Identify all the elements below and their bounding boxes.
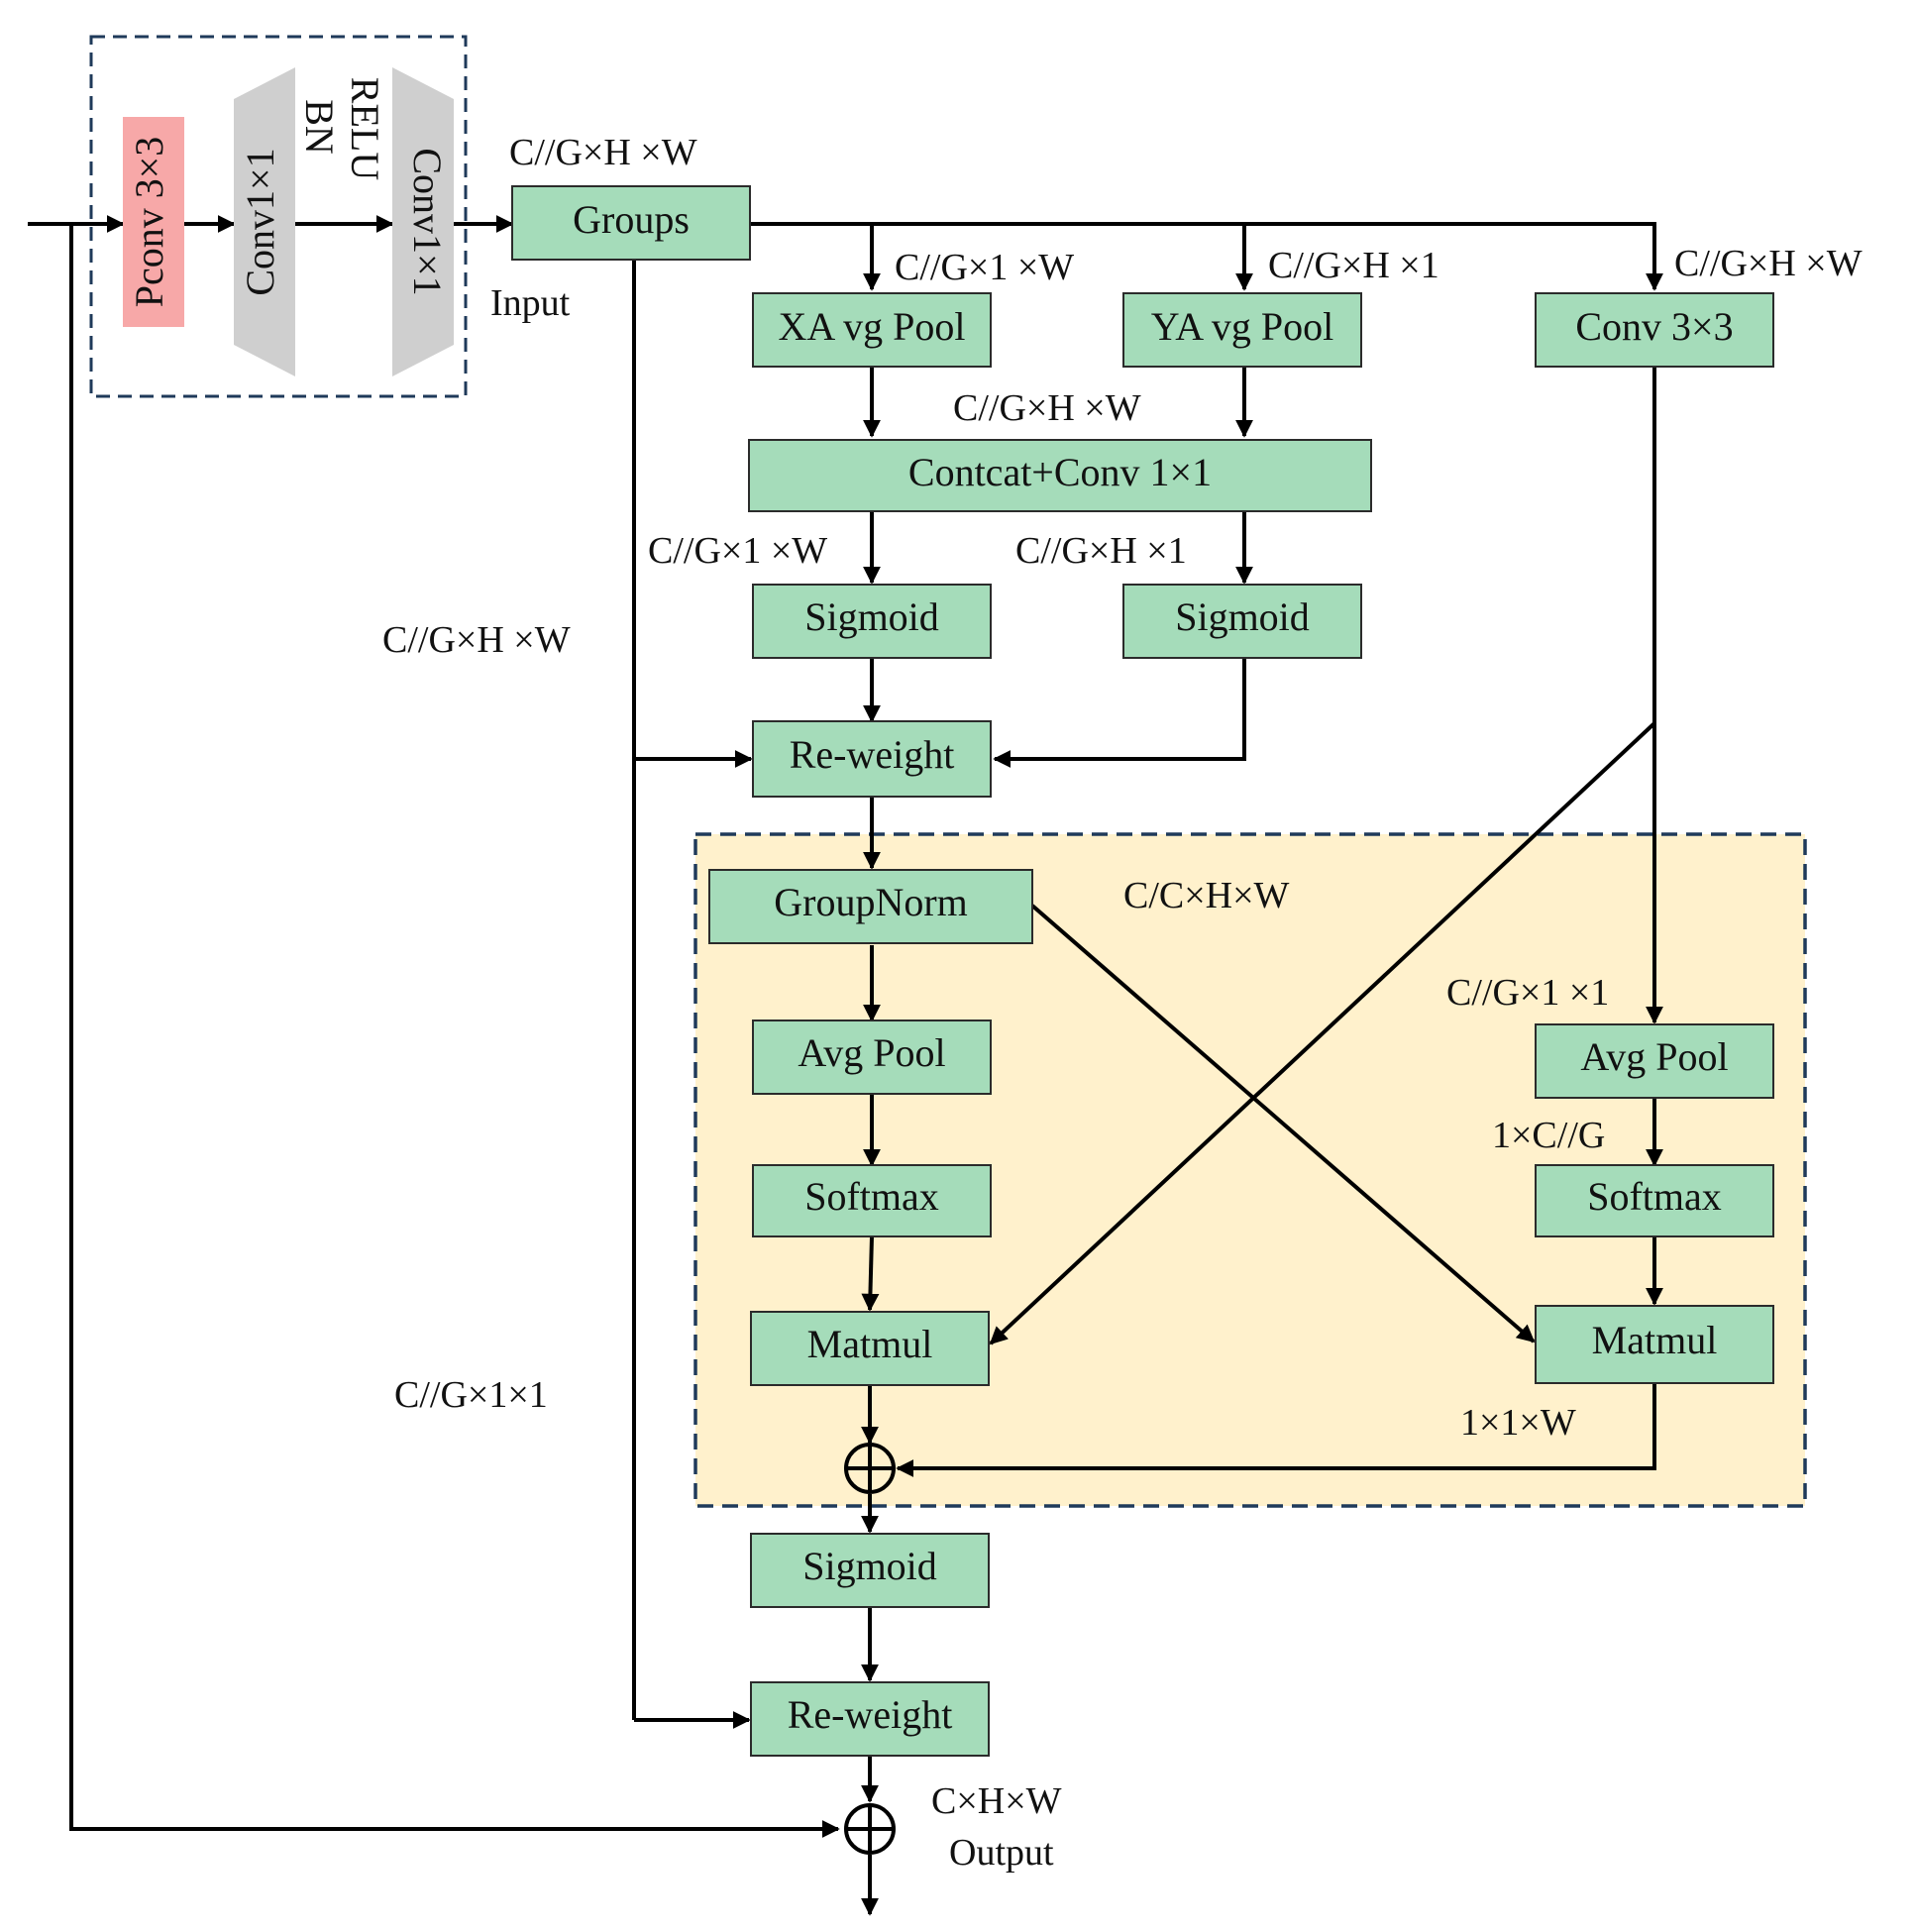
groups-in-dim: C//G×H ×W bbox=[509, 132, 697, 173]
relu-label: RELU bbox=[343, 77, 387, 181]
matmul-right-dim: 1×1×W bbox=[1460, 1402, 1576, 1444]
matmul-left-box: Matmul bbox=[750, 1311, 990, 1386]
right-branch-dim: C//G×H ×1 bbox=[1015, 530, 1187, 572]
side-dim: C//G×1×1 bbox=[394, 1374, 548, 1416]
x-avg-pool-box: XA vg Pool bbox=[752, 292, 992, 368]
conv1x1-b-label: Conv1×1 bbox=[405, 148, 450, 295]
softmax-left-box: Softmax bbox=[752, 1164, 992, 1237]
reweight-top-box: Re-weight bbox=[752, 720, 992, 798]
groups-label: Groups bbox=[573, 197, 690, 242]
avg-right-dim: C//G×1 ×1 bbox=[1446, 972, 1609, 1014]
x-pool-dim: C//G×1 ×W bbox=[895, 247, 1074, 288]
sigmoid-right-box: Sigmoid bbox=[1122, 584, 1362, 659]
sigmoid-bottom-box: Sigmoid bbox=[750, 1533, 990, 1608]
concat-conv-box: Contcat+Conv 1×1 bbox=[748, 439, 1372, 512]
left-branch-dim: C//G×1 ×W bbox=[648, 530, 827, 572]
reweight-bottom-label: Re-weight bbox=[788, 1692, 953, 1737]
softmax-right-box: Softmax bbox=[1535, 1164, 1774, 1237]
output-dim: C×H×W bbox=[931, 1780, 1062, 1822]
concat-conv-label: Contcat+Conv 1×1 bbox=[908, 450, 1212, 494]
conv1x1-a-block: Conv1×1 bbox=[234, 67, 295, 376]
avg-pool-right-label: Avg Pool bbox=[1580, 1034, 1728, 1079]
connectors bbox=[28, 215, 1663, 1916]
softmax-right-dim: 1×C//G bbox=[1492, 1115, 1605, 1156]
sigmoid-right-label: Sigmoid bbox=[1175, 594, 1310, 639]
sum-node-output bbox=[844, 1803, 896, 1855]
output-label: Output bbox=[949, 1832, 1054, 1874]
reweight-top-label: Re-weight bbox=[790, 732, 955, 777]
x-avg-pool-label: XA vg Pool bbox=[779, 304, 966, 349]
y-pool-dim: C//G×H ×1 bbox=[1268, 245, 1439, 286]
conv3x3-box: Conv 3×3 bbox=[1535, 292, 1774, 368]
avg-pool-left-label: Avg Pool bbox=[798, 1030, 945, 1075]
y-avg-pool-label: YA vg Pool bbox=[1151, 304, 1334, 349]
reweight-bottom-box: Re-weight bbox=[750, 1681, 990, 1757]
preprocess-group-frame bbox=[89, 35, 468, 398]
avg-pool-left-box: Avg Pool bbox=[752, 1020, 992, 1095]
y-avg-pool-box: YA vg Pool bbox=[1122, 292, 1362, 368]
pconv-block: Pconv 3×3 bbox=[123, 117, 184, 327]
sigmoid-left-box: Sigmoid bbox=[752, 584, 992, 659]
conv3x3-label: Conv 3×3 bbox=[1575, 304, 1733, 349]
sigmoid-left-label: Sigmoid bbox=[804, 594, 939, 639]
conv3-dim: C//G×H ×W bbox=[1674, 243, 1863, 284]
matmul-left-label: Matmul bbox=[807, 1322, 933, 1366]
pconv-label: Pconv 3×3 bbox=[127, 137, 171, 308]
groups-box: Groups bbox=[511, 185, 751, 261]
softmax-right-label: Softmax bbox=[1587, 1174, 1722, 1219]
concat-dim: C//G×H ×W bbox=[953, 387, 1141, 429]
bn-label: BN bbox=[297, 99, 342, 155]
skip-dim: C//G×H ×W bbox=[382, 619, 571, 661]
groupnorm-dim: C/C×H×W bbox=[1123, 875, 1290, 916]
softmax-left-label: Softmax bbox=[804, 1174, 939, 1219]
matmul-right-box: Matmul bbox=[1535, 1305, 1774, 1384]
groupnorm-label: GroupNorm bbox=[774, 880, 968, 924]
sum-node-inner bbox=[844, 1443, 896, 1494]
sigmoid-bottom-label: Sigmoid bbox=[802, 1544, 937, 1588]
conv1x1-a-label: Conv1×1 bbox=[238, 148, 282, 295]
avg-pool-right-box: Avg Pool bbox=[1535, 1023, 1774, 1099]
input-label: Input bbox=[490, 282, 571, 324]
matmul-right-label: Matmul bbox=[1592, 1318, 1718, 1362]
conv1x1-b-block: Conv1×1 bbox=[392, 67, 454, 376]
groupnorm-box: GroupNorm bbox=[708, 869, 1033, 944]
